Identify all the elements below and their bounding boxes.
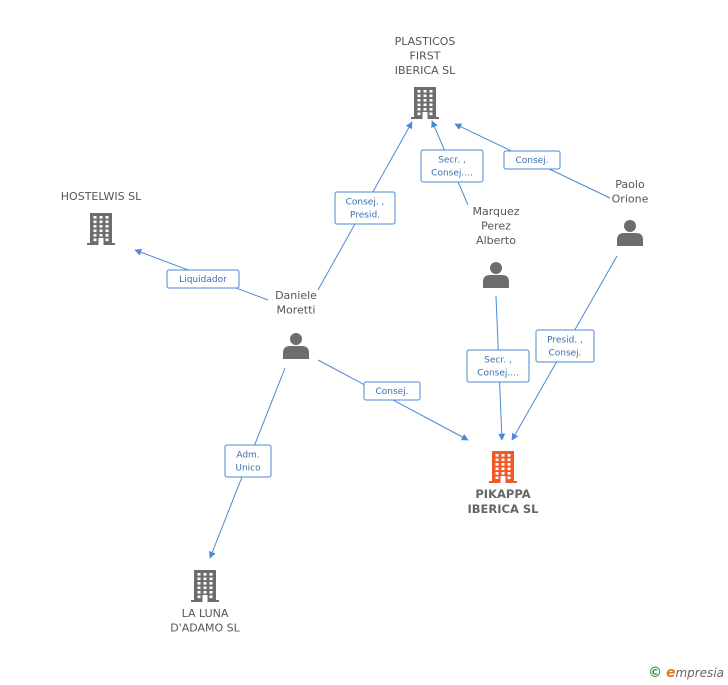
edge-marquez-plasticos: Secr. , Consej....	[420, 120, 484, 206]
edge-label[interactable]: Presid. , Consej.	[535, 329, 595, 363]
building-icon	[191, 570, 219, 602]
edges-layer: Consej. , Presid. Secr. , Consej.... Consej.…	[134, 120, 618, 559]
brand-initial: e	[665, 665, 676, 681]
edge-label[interactable]: Secr. , Consej....	[420, 149, 484, 183]
building-icon	[87, 213, 115, 245]
person-icon	[617, 220, 643, 246]
node-laluna[interactable]: LA LUNA D'ADAMO SL	[170, 570, 241, 635]
person-icon	[283, 333, 309, 359]
node-label: IBERICA SL	[468, 502, 540, 516]
edge-label-box	[166, 269, 240, 289]
edge-label[interactable]: Secr. , Consej....	[466, 349, 530, 383]
edge-label-box	[224, 444, 272, 478]
node-label: D'ADAMO SL	[170, 622, 240, 635]
node-label: LA LUNA	[182, 607, 229, 620]
edge-label-text: Consej....	[431, 169, 473, 179]
brand-name: mpresia	[675, 666, 724, 680]
edge-label-text: Consej.	[375, 387, 408, 397]
edge-marquez-pikappa: Secr. , Consej....	[466, 295, 530, 441]
edge-label-box	[363, 381, 421, 401]
edge-label-box	[466, 349, 530, 383]
edge-label[interactable]: Consej.	[503, 150, 561, 170]
node-label: Perez	[481, 220, 511, 233]
node-hostelwis[interactable]: HOSTELWIS SL	[61, 190, 142, 245]
edge-paolo-pikappa: Presid. , Consej.	[511, 255, 618, 441]
building-icon	[411, 87, 439, 119]
node-label: HOSTELWIS SL	[61, 190, 142, 203]
node-label: IBERICA SL	[395, 64, 456, 77]
edge-label-box	[503, 150, 561, 170]
edge-daniele-hostelwis: Liquidador	[134, 248, 269, 301]
node-label: PIKAPPA	[475, 487, 530, 501]
edge-label[interactable]: Adm. Unico	[224, 444, 272, 478]
edge-label[interactable]: Liquidador	[166, 269, 240, 289]
node-label: Paolo	[615, 178, 645, 191]
edge-label-text: Consej.	[515, 156, 548, 166]
edge-label-text: Secr. ,	[484, 356, 512, 366]
edge-label[interactable]: Consej.	[363, 381, 421, 401]
edge-label-box	[334, 191, 396, 225]
edge-label-box	[535, 329, 595, 363]
edge-label-text: Presid. ,	[547, 336, 583, 346]
edge-label-text: Consej....	[477, 369, 519, 379]
empresia-watermark[interactable]: © empresia	[648, 665, 724, 681]
node-label: Marquez	[472, 205, 519, 218]
edge-label-text: Consej. ,	[346, 198, 385, 208]
edge-label[interactable]: Consej. , Presid.	[334, 191, 396, 225]
building-icon	[489, 451, 517, 483]
edge-label-text: Presid.	[350, 211, 380, 221]
node-label: FIRST	[410, 50, 441, 63]
edge-label-text: Liquidador	[179, 275, 227, 285]
edge-daniele-pikappa: Consej.	[317, 359, 469, 441]
edge-daniele-plasticos: Consej. , Presid.	[317, 121, 413, 291]
edge-label-text: Unico	[235, 464, 261, 474]
node-label: Moretti	[277, 304, 316, 317]
edge-daniele-laluna: Adm. Unico	[209, 367, 286, 559]
edge-label-text: Secr. ,	[438, 156, 466, 166]
node-label: Daniele	[275, 289, 317, 302]
node-label: PLASTICOS	[395, 35, 456, 48]
edge-label-text: Consej.	[548, 349, 581, 359]
copyright-symbol: ©	[648, 665, 663, 681]
person-icon	[483, 262, 509, 288]
edge-label-text: Adm.	[236, 451, 259, 461]
node-label: Alberto	[476, 234, 516, 247]
edge-label-box	[420, 149, 484, 183]
node-label: Orione	[612, 193, 649, 206]
edge-paolo-plasticos: Consej.	[454, 123, 611, 199]
